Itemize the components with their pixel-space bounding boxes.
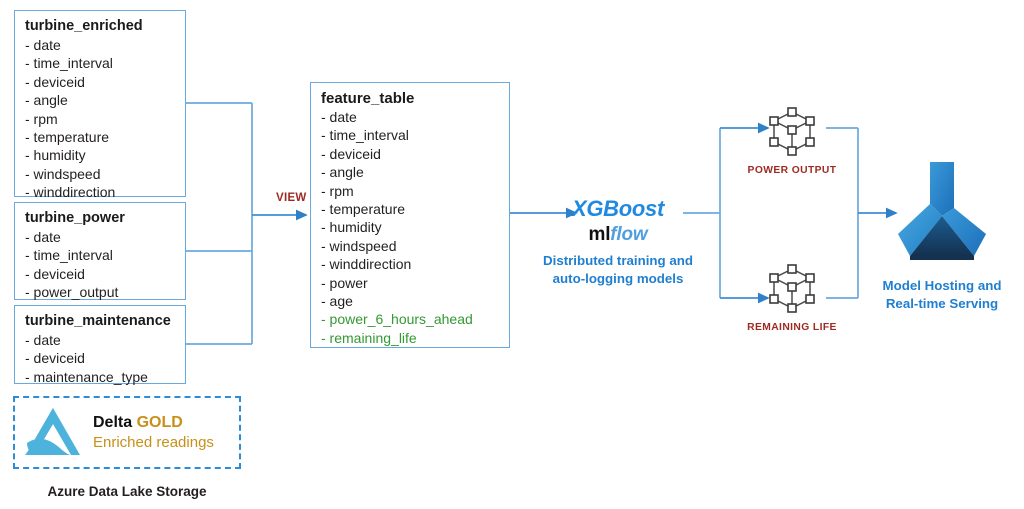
table-box-turbine-enriched[interactable]: turbine_enriched - date - time_interval … <box>14 10 186 200</box>
table-field: - winddirection <box>25 184 116 201</box>
table-field: - humidity <box>25 147 86 164</box>
mlflow-logo: mlflow <box>520 222 716 248</box>
table-field-label: - remaining_life <box>321 329 417 346</box>
table-field: - power_output <box>25 284 119 301</box>
table-field: - date <box>321 109 357 125</box>
model-node-power-output[interactable]: POWER OUTPUT <box>737 105 847 176</box>
storage-footer-label: Azure Data Lake Storage <box>47 484 207 499</box>
table-title: turbine_enriched <box>25 18 143 34</box>
delta-gold-box[interactable]: Delta GOLD Enriched readings <box>13 396 241 469</box>
training-block: XGBoost mlflow Distributed training and … <box>520 196 716 287</box>
serving-caption: Model Hosting and Real-time Serving <box>872 277 1012 312</box>
table-field: - date <box>25 229 61 245</box>
serving-caption-line-1: Model Hosting and <box>882 278 1002 293</box>
table-field: - humidity <box>321 219 382 236</box>
delta-gold-subtitle: Enriched readings <box>93 433 214 451</box>
gold-word: GOLD <box>136 413 183 431</box>
table-title: turbine_power <box>25 210 125 226</box>
training-caption: Distributed training and auto-logging mo… <box>520 252 716 287</box>
serving-caption-line-2: Real-time Serving <box>885 295 999 311</box>
table-field: - maintenance_type <box>25 368 148 385</box>
table-field: - deviceid <box>25 350 85 367</box>
delta-lake-icon <box>25 407 80 455</box>
table-field: - power <box>321 274 368 291</box>
table-field: - age <box>321 293 353 310</box>
table-field: - time_interval <box>25 55 113 72</box>
table-field: - temperature <box>25 129 110 146</box>
table-box-feature-table[interactable]: feature_table - date - time_interval - d… <box>310 82 510 348</box>
table-field: - deviceid <box>25 73 85 90</box>
table-field-label: - power_6_hours_ahead <box>321 311 473 328</box>
table-box-turbine-maintenance[interactable]: turbine_maintenance - date - deviceid - … <box>14 305 186 385</box>
model-label: POWER OUTPUT <box>747 165 837 176</box>
table-field: - angle <box>321 164 364 181</box>
mlflow-logo-prefix: ml <box>588 224 611 245</box>
table-field: - date <box>25 37 61 53</box>
table-field: - time_interval <box>25 247 113 264</box>
table-field: - windspeed <box>25 165 101 182</box>
table-field: - temperature <box>321 201 406 218</box>
serving-block: Model Hosting and Real-time Serving <box>872 160 1012 312</box>
training-caption-line-2: auto-logging models <box>552 270 684 286</box>
delta-word: Delta <box>93 413 137 431</box>
edge-label-view: VIEW <box>276 192 307 204</box>
table-box-turbine-power[interactable]: turbine_power - date - time_interval - d… <box>14 202 186 300</box>
training-caption-line-1: Distributed training and <box>543 253 693 268</box>
table-field: - time_interval <box>321 127 409 144</box>
table-field: - rpm <box>25 110 58 127</box>
mlflow-logo-suffix: flow <box>610 224 648 245</box>
model-label: REMAINING LIFE <box>747 322 837 333</box>
table-field: - deviceid <box>25 265 85 282</box>
table-field: - rpm <box>321 182 354 199</box>
table-field: - windspeed <box>321 237 397 254</box>
table-field: - angle <box>25 92 68 109</box>
table-title: turbine_maintenance <box>25 313 171 329</box>
table-field: - winddirection <box>321 256 412 273</box>
xgboost-logo: XGBoost <box>571 196 664 221</box>
delta-gold-text: Delta GOLD Enriched readings <box>93 413 214 453</box>
azure-machine-learning-icon <box>898 162 986 260</box>
neural-network-cube-icon <box>769 264 815 313</box>
model-node-remaining-life[interactable]: REMAINING LIFE <box>737 262 847 333</box>
neural-network-cube-icon <box>769 107 815 156</box>
table-title: feature_table <box>321 90 415 107</box>
delta-gold-title: Delta GOLD <box>93 413 214 433</box>
table-field: - deviceid <box>321 145 381 162</box>
table-field: - date <box>25 332 61 348</box>
